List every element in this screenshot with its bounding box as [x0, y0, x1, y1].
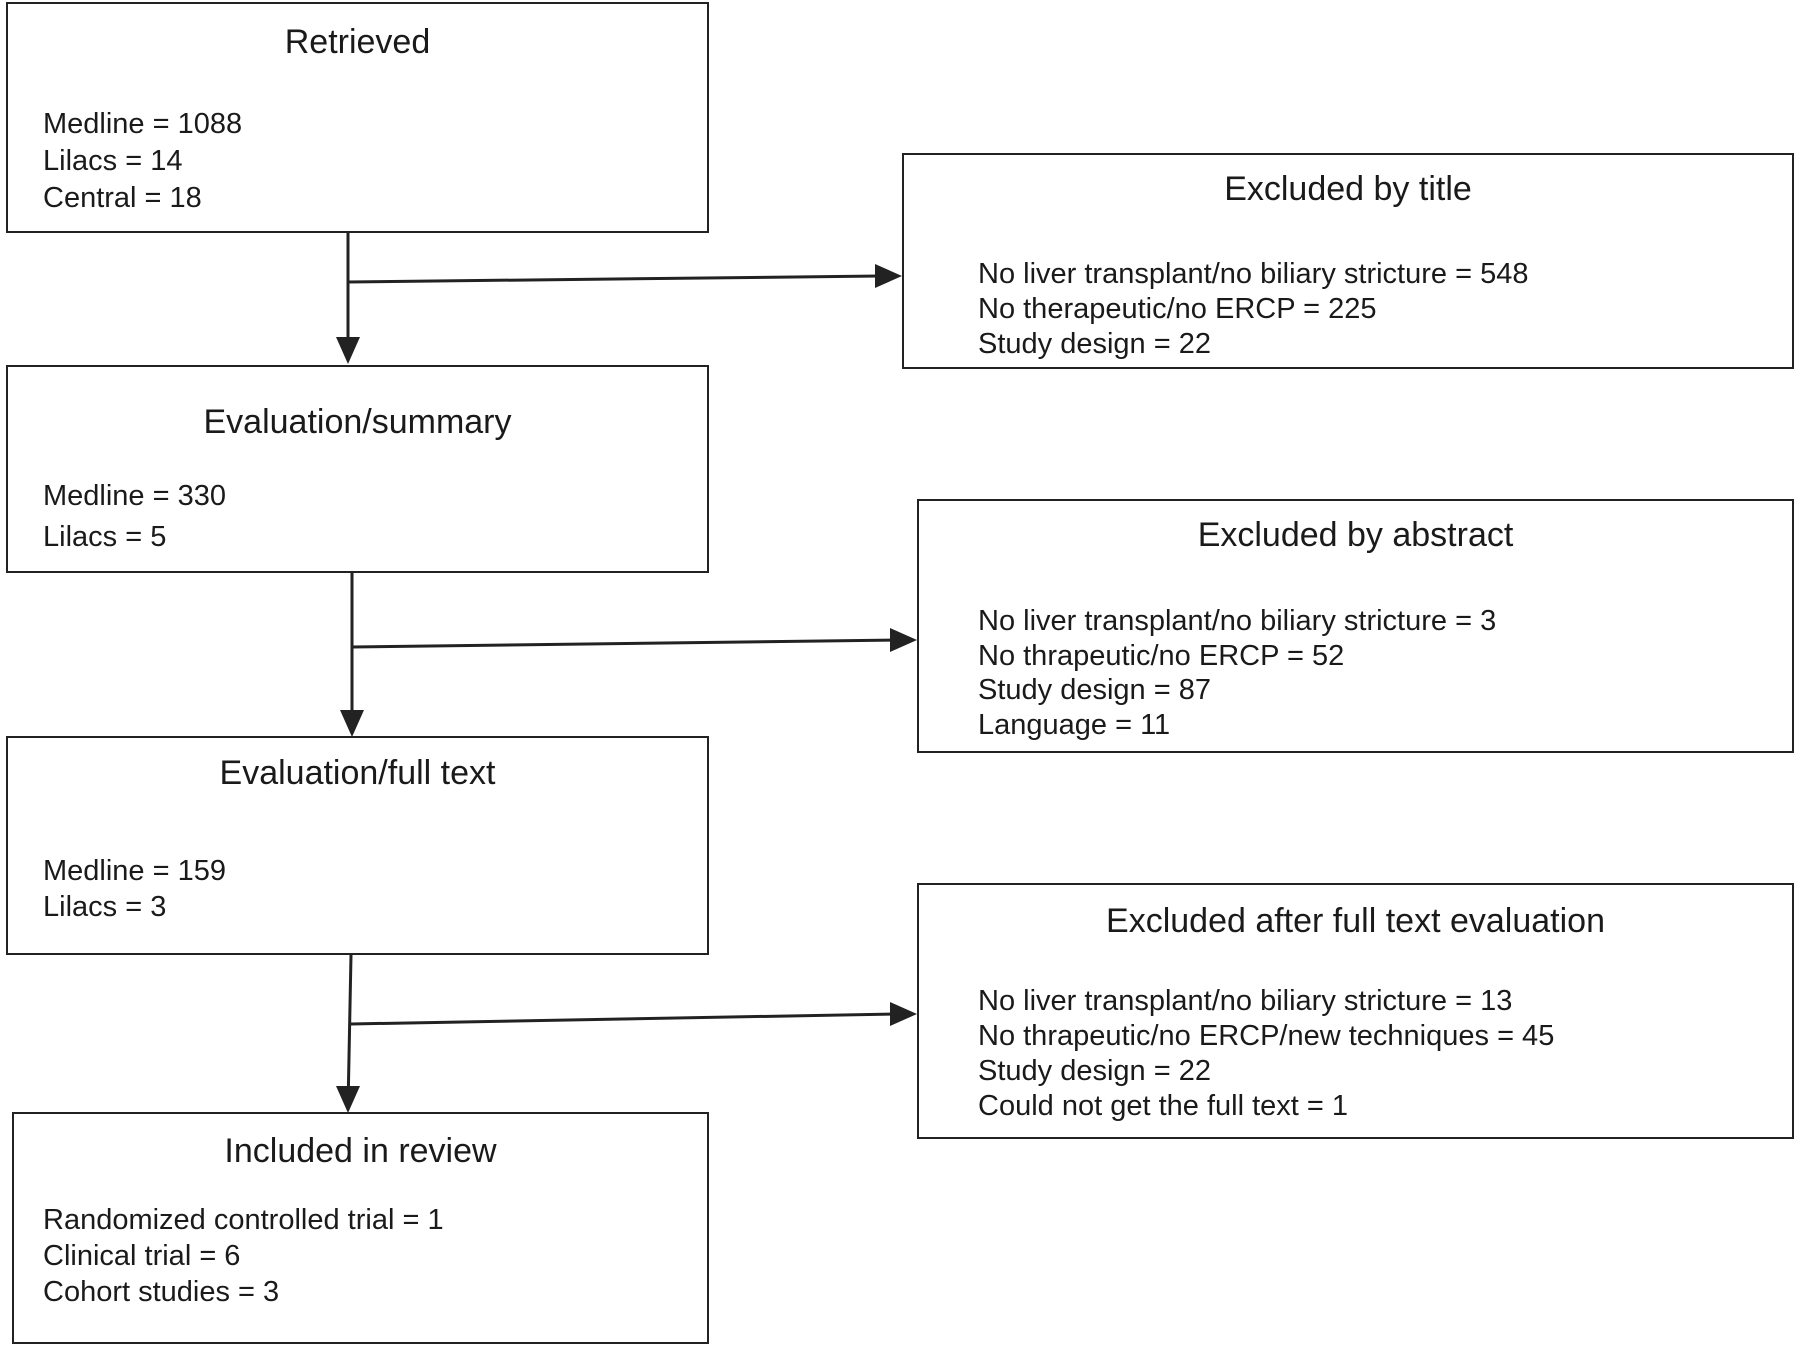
arrow-fulltext-to-included	[346, 954, 353, 1109]
excluded-by-abstract-line: Language = 11	[978, 708, 1171, 741]
excluded-after-fulltext-list: No liver transplant/no biliary stricture…	[978, 984, 1554, 1124]
retrieved-line: Lilacs = 14	[43, 145, 183, 177]
arrowhead-right-2	[890, 628, 917, 652]
evaluation-summary-list: Medline = 330 Lilacs = 5	[43, 476, 226, 558]
evaluation-fulltext-box: Evaluation/full text Medline = 159 Lilac…	[6, 736, 709, 955]
excluded-by-abstract-title: Excluded by abstract	[1197, 516, 1514, 554]
retrieved-list: Medline = 1088 Lilacs = 14 Central = 18	[43, 106, 242, 217]
excluded-after-fulltext-line: Could not get the full text = 1	[978, 1090, 1348, 1122]
included-line: Clinical trial = 6	[43, 1240, 241, 1272]
evaluation-fulltext-line: Lilacs = 3	[43, 891, 167, 923]
excluded-by-title-line: No therapeutic/no ERCP = 225	[978, 293, 1377, 325]
excluded-by-abstract-box: Excluded by abstract No liver transplant…	[917, 499, 1794, 753]
evaluation-fulltext-list: Medline = 159 Lilacs = 3	[43, 853, 226, 925]
included-box: Included in review Randomized controlled…	[12, 1112, 709, 1344]
arrow-to-excluded-by-title	[347, 274, 881, 284]
arrowhead-right-1	[875, 264, 902, 288]
excluded-after-fulltext-line: Study design = 22	[978, 1055, 1211, 1087]
evaluation-summary-line: Medline = 330	[43, 480, 226, 512]
excluded-by-abstract-line: Study design = 87	[978, 674, 1211, 706]
evaluation-fulltext-title: Evaluation/full text	[219, 754, 496, 792]
excluded-by-title-line: No liver transplant/no biliary stricture…	[978, 258, 1529, 290]
excluded-by-abstract-list: No liver transplant/no biliary stricture…	[978, 604, 1496, 742]
excluded-after-fulltext-title: Excluded after full text evaluation	[1106, 902, 1605, 940]
retrieved-box: Retrieved Medline = 1088 Lilacs = 14 Cen…	[6, 2, 709, 233]
evaluation-summary-title: Evaluation/summary	[203, 403, 512, 441]
retrieved-line: Medline = 1088	[43, 108, 243, 140]
arrow-to-excluded-after-fulltext	[350, 1012, 896, 1026]
included-title: Included in review	[224, 1132, 497, 1170]
excluded-after-fulltext-line: No thrapeutic/no ERCP/new techniques = 4…	[978, 1020, 1555, 1052]
included-line: Cohort studies = 3	[43, 1276, 280, 1308]
included-list: Randomized controlled trial = 1 Clinical…	[43, 1202, 444, 1310]
retrieved-line: Central = 18	[43, 182, 202, 214]
excluded-by-abstract-line: No liver transplant/no biliary stricture…	[978, 605, 1497, 637]
arrow-to-excluded-by-abstract	[351, 638, 896, 649]
evaluation-fulltext-line: Medline = 159	[43, 855, 226, 887]
excluded-by-title-list: No liver transplant/no biliary stricture…	[978, 257, 1528, 362]
retrieved-title: Retrieved	[284, 23, 431, 61]
arrowhead-right-3	[890, 1002, 917, 1026]
excluded-by-title-box: Excluded by title No liver transplant/no…	[902, 153, 1794, 369]
evaluation-summary-line: Lilacs = 5	[43, 521, 167, 553]
excluded-by-abstract-line: No thrapeutic/no ERCP = 52	[978, 639, 1345, 672]
arrowhead-down-2	[340, 710, 364, 737]
arrowhead-down-3	[336, 1086, 360, 1113]
excluded-after-fulltext-line: No liver transplant/no biliary stricture…	[978, 985, 1513, 1017]
excluded-by-title-title: Excluded by title	[1224, 170, 1472, 208]
arrowhead-down-1	[336, 337, 360, 364]
evaluation-summary-box: Evaluation/summary Medline = 330 Lilacs …	[6, 365, 709, 573]
included-line: Randomized controlled trial = 1	[43, 1204, 444, 1236]
excluded-after-fulltext-box: Excluded after full text evaluation No l…	[917, 883, 1794, 1139]
excluded-by-title-line: Study design = 22	[978, 328, 1211, 360]
